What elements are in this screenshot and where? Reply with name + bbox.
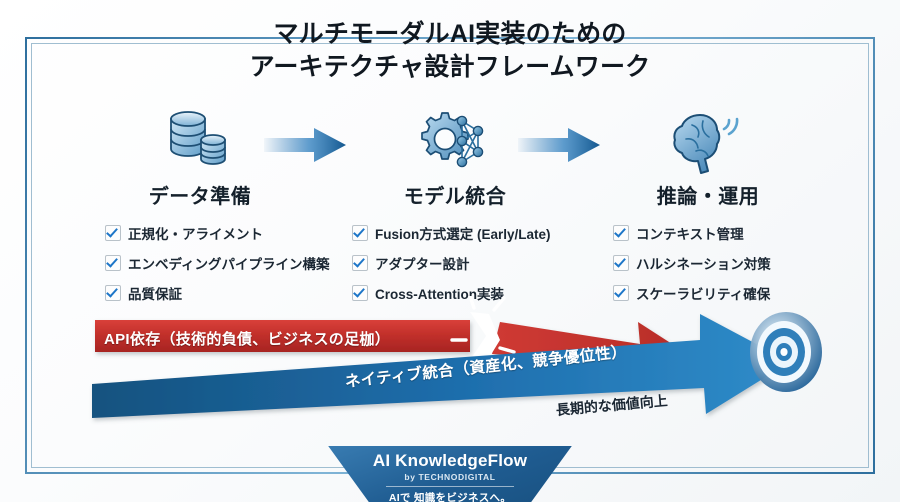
list-item: ハルシネーション対策 xyxy=(613,253,833,273)
risk-label: API依存（技術的負債、ビジネスの足枷） xyxy=(104,331,391,348)
column-title: データ準備 xyxy=(148,186,252,208)
bullseye-target-icon xyxy=(750,312,822,392)
stage-column-inference-operations: 推論・運用 コンテキスト管理 ハルシネーション対策 スケーラビリティ確保 xyxy=(583,104,833,319)
brain-signal-icon xyxy=(583,104,833,176)
brand-byline: by TECHNODIGITAL xyxy=(404,472,496,482)
check-icon xyxy=(105,225,121,241)
arrow-right-icon xyxy=(516,124,602,166)
list-item-label: アダプター設計 xyxy=(375,257,470,272)
check-icon xyxy=(352,225,368,241)
comparison-arrows-region: API依存（技術的負債、ビジネスの足枷） ネイティブ統合（資産化、競争優位性） … xyxy=(0,296,900,436)
list-item: Fusion方式選定 (Early/Late) xyxy=(352,223,580,243)
list-item: 正規化・アライメント xyxy=(105,223,325,243)
check-icon xyxy=(613,255,629,271)
growth-arrow-blue xyxy=(92,314,790,418)
list-item-label: コンテキスト管理 xyxy=(636,227,744,242)
gear-neural-network-icon xyxy=(330,104,580,176)
stage-column-data-preparation: データ準備 正規化・アライメント エンベディングパイプライン構築 品質保証 xyxy=(75,104,330,319)
list-item: アダプター設計 xyxy=(352,253,580,273)
check-icon xyxy=(352,255,368,271)
brand-name: AI KnowledgeFlow xyxy=(372,451,528,470)
list-item-label: スケーラビリティ確保 xyxy=(636,287,771,302)
checklist-model-integration: Fusion方式選定 (Early/Late) アダプター設計 Cross-At… xyxy=(330,223,580,303)
check-icon xyxy=(105,285,121,301)
list-item: コンテキスト管理 xyxy=(613,223,833,243)
list-item-label: Fusion方式選定 (Early/Late) xyxy=(375,227,551,242)
list-item-label: ハルシネーション対策 xyxy=(636,257,771,272)
check-icon xyxy=(613,285,629,301)
checklist-data-preparation: 正規化・アライメント エンベディングパイプライン構築 品質保証 xyxy=(75,223,330,303)
checklist-inference-operations: コンテキスト管理 ハルシネーション対策 スケーラビリティ確保 xyxy=(583,223,833,303)
divider xyxy=(386,486,514,487)
arrow-right-icon xyxy=(262,124,348,166)
title-line-1: マルチモーダルAI実装のための xyxy=(273,20,627,48)
page-title: マルチモーダルAI実装のための アーキテクチャ設計フレームワーク xyxy=(0,18,900,84)
brand-tagline: AIで 知識をビジネスへ。 xyxy=(388,492,512,502)
list-item-label: 品質保証 xyxy=(128,287,182,302)
title-line-2: アーキテクチャ設計フレームワーク xyxy=(249,53,651,81)
list-item: スケーラビリティ確保 xyxy=(613,283,833,303)
list-item: 品質保証 xyxy=(105,283,325,303)
list-item: エンベディングパイプライン構築 xyxy=(105,253,330,273)
column-title: モデル統合 xyxy=(403,186,507,208)
list-item-label: エンベディングパイプライン構築 xyxy=(128,257,330,272)
footer-brand-badge: AI KnowledgeFlow by TECHNODIGITAL AIで 知識… xyxy=(305,446,595,502)
footer-shape xyxy=(328,446,572,502)
footer-text-group: AI KnowledgeFlow by TECHNODIGITAL AIで 知識… xyxy=(305,446,595,502)
stage-column-model-integration: モデル統合 Fusion方式選定 (Early/Late) アダプター設計 Cr… xyxy=(330,104,580,319)
column-title: 推論・運用 xyxy=(656,186,760,208)
check-icon xyxy=(352,285,368,301)
check-icon xyxy=(613,225,629,241)
list-item-label: 正規化・アライメント xyxy=(128,227,263,242)
check-icon xyxy=(105,255,121,271)
database-icon xyxy=(75,104,325,176)
